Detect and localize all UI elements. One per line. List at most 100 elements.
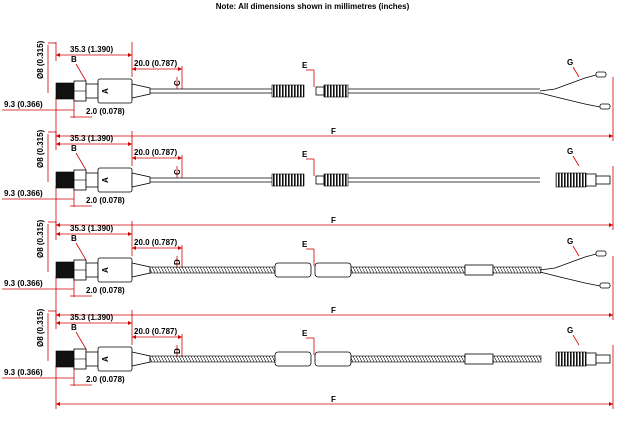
- arrow-head: [178, 246, 182, 250]
- label-e: E: [302, 240, 308, 249]
- locknut: [85, 172, 99, 188]
- label-a: A: [101, 177, 110, 183]
- ferrule: [595, 71, 607, 78]
- cable-assembly-variant: Ø8 (0.315)35.3 (1.390)20.0 (0.787)9.3 (0…: [2, 219, 614, 320]
- strain-relief-boot: [131, 172, 151, 188]
- overall-housing-dimension: 35.3 (1.390): [70, 313, 113, 322]
- front-length-dimension: 9.3 (0.366): [4, 189, 43, 198]
- label-g: G: [567, 58, 573, 67]
- strain-relief-boot: [131, 351, 151, 367]
- arrow-head: [128, 142, 132, 146]
- inline-coupler-right: [314, 262, 352, 278]
- label-cable: C: [173, 80, 182, 86]
- drawing-note: Note: All dimensions shown in millimetre…: [215, 2, 410, 11]
- end-connector-nut: [585, 352, 597, 366]
- sensor-tip: [55, 82, 75, 100]
- label-b: B: [71, 323, 77, 332]
- sensor-tip: [55, 350, 75, 368]
- label-cable: D: [173, 348, 182, 354]
- front-length-dimension: 9.3 (0.366): [4, 100, 43, 109]
- front-length-dimension: 9.3 (0.366): [4, 368, 43, 377]
- thread-length-dimension: 2.0 (0.078): [86, 375, 125, 384]
- leader-line: [75, 242, 87, 261]
- inline-coupler-right: [314, 351, 352, 367]
- label-a: A: [101, 267, 110, 273]
- sensor-tip: [55, 171, 75, 189]
- armoured-cable: [350, 266, 466, 274]
- label-g: G: [567, 326, 573, 335]
- label-a: A: [101, 88, 110, 94]
- locknut: [85, 83, 99, 99]
- arrow-head: [128, 321, 132, 325]
- armoured-cable: [149, 355, 276, 363]
- leader-line: [75, 152, 87, 171]
- inline-plug: [323, 173, 349, 187]
- strain-relief-dimension: 20.0 (0.787): [134, 148, 177, 157]
- front-length-dimension: 9.3 (0.366): [4, 279, 43, 288]
- arrow-head: [132, 246, 136, 250]
- inline-plug-pin: [315, 86, 325, 96]
- arrow-head: [56, 223, 60, 227]
- leader-line: [75, 331, 87, 350]
- inline-socket: [271, 84, 305, 98]
- label-cable: D: [173, 259, 182, 265]
- label-g: G: [567, 237, 573, 246]
- diameter-dimension: Ø8 (0.315): [36, 40, 45, 79]
- overall-housing-dimension: 35.3 (1.390): [70, 134, 113, 143]
- thread-length-dimension: 2.0 (0.078): [86, 107, 125, 116]
- arrow-head: [609, 223, 613, 227]
- label-f: F: [331, 127, 336, 136]
- armoured-cable: [492, 266, 542, 274]
- armour-ferrule: [464, 264, 494, 276]
- label-b: B: [71, 55, 77, 64]
- label-a: A: [101, 356, 110, 362]
- arrow-head: [132, 335, 136, 339]
- arrow-head: [56, 402, 60, 406]
- thread-length-dimension: 2.0 (0.078): [86, 196, 125, 205]
- arrow-head: [56, 321, 60, 325]
- inline-socket: [271, 173, 305, 187]
- end-connector-body: [555, 351, 587, 367]
- overall-housing-dimension: 35.3 (1.390): [70, 224, 113, 233]
- arrow-head: [56, 313, 60, 317]
- label-f: F: [331, 395, 336, 404]
- end-connector-pin: [595, 175, 611, 185]
- flying-lead: [539, 92, 601, 108]
- inline-plug-pin: [315, 175, 325, 185]
- strain-relief-dimension: 20.0 (0.787): [134, 327, 177, 336]
- cable-assembly-variant: Ø8 (0.315) 35.3 (1.390) 20.0 (0.787) 9.3 (0…: [2, 308, 614, 409]
- diameter-dimension: Ø8 (0.315): [36, 308, 45, 347]
- arrow-head: [56, 232, 60, 236]
- label-e: E: [302, 329, 308, 338]
- label-b: B: [71, 144, 77, 153]
- arrow-head: [56, 142, 60, 146]
- arrow-head: [609, 313, 613, 317]
- arrow-head: [609, 134, 613, 138]
- armoured-cable: [149, 266, 276, 274]
- label-g: G: [567, 147, 573, 156]
- inline-coupler-left: [274, 262, 312, 278]
- arrow-head: [56, 53, 60, 57]
- arrow-head: [128, 53, 132, 57]
- label-f: F: [331, 306, 336, 315]
- ferrule: [599, 282, 611, 289]
- thread-length-dimension: 2.0 (0.078): [86, 286, 125, 295]
- locknut: [85, 262, 99, 278]
- arrow-head: [132, 67, 136, 71]
- flying-lead: [539, 271, 601, 287]
- label-e: E: [302, 150, 308, 159]
- leader-line: [572, 155, 580, 167]
- end-connector-nut: [585, 173, 597, 187]
- locknut: [85, 351, 99, 367]
- end-connector-body: [555, 172, 587, 188]
- inline-coupler-left: [274, 351, 312, 367]
- sensor-tip: [55, 261, 75, 279]
- strain-relief-dimension: 20.0 (0.787): [134, 238, 177, 247]
- leader-line: [572, 66, 580, 78]
- flying-lead: [539, 74, 597, 92]
- arrow-head: [178, 156, 182, 160]
- strain-relief-boot: [131, 262, 151, 278]
- cable-assembly-variant: Ø8 (0.315)35.3 (1.390)20.0 (0.787)9.3 (0…: [2, 40, 614, 141]
- flying-lead: [539, 253, 597, 271]
